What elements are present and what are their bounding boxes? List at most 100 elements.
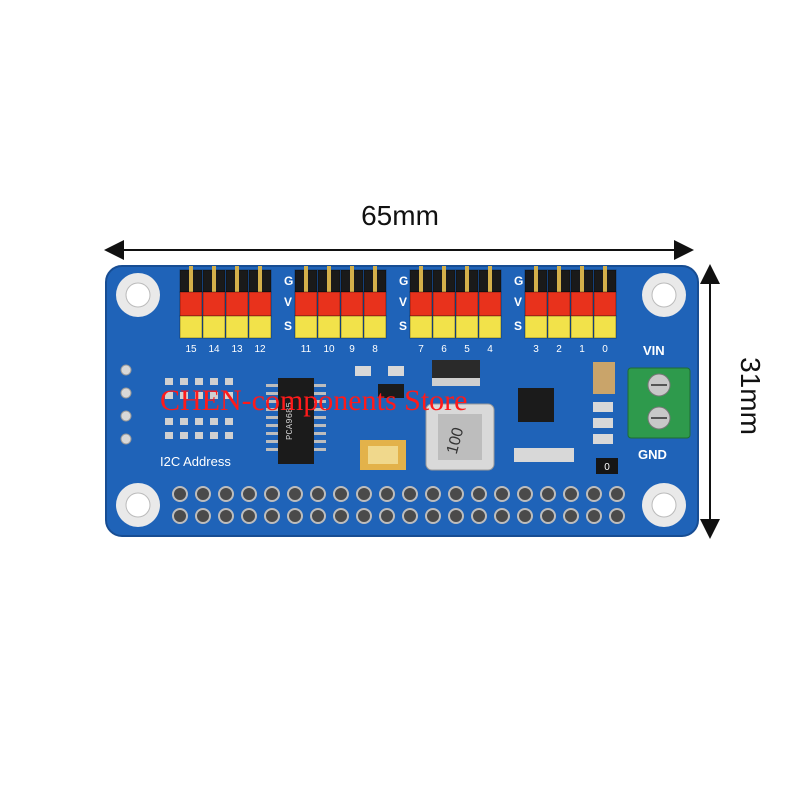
row-label-g: G [514, 274, 523, 288]
pin-header-cell [179, 291, 203, 317]
pin-header-cell [202, 291, 226, 317]
smd-resistor [596, 458, 618, 474]
header-pin [350, 266, 354, 292]
channel-label: 9 [349, 344, 355, 355]
header-pin [442, 266, 446, 292]
channel-label: 7 [418, 344, 424, 355]
channel-label: 5 [464, 344, 470, 355]
gpio-pin [333, 508, 349, 524]
pin-header-cell [202, 315, 226, 339]
header-pin [212, 266, 216, 292]
row-label-s: S [284, 319, 292, 333]
row-label-g: G [284, 274, 293, 288]
pin-header-cell [363, 291, 387, 317]
gpio-pin [287, 508, 303, 524]
channel-label: 15 [185, 344, 197, 355]
channel-label: 4 [487, 344, 493, 355]
pin-header-cell [593, 291, 617, 317]
channel-label: 3 [533, 344, 539, 355]
gpio-pin [494, 486, 510, 502]
pin-header-cell [294, 291, 318, 317]
pin-header-cell [317, 291, 341, 317]
gpio-pin [402, 486, 418, 502]
power-terminal-block[interactable] [627, 367, 691, 439]
tantalum-capacitors [360, 440, 406, 470]
gpio-pin [356, 486, 372, 502]
pin-header-cell [248, 291, 272, 317]
pin-header-cell [248, 315, 272, 339]
gpio-pin [172, 486, 188, 502]
channel-label: 8 [372, 344, 378, 355]
header-pin [373, 266, 377, 292]
header-pin [488, 266, 492, 292]
pin-header-cell [478, 315, 502, 339]
channel-label: 1 [579, 344, 585, 355]
gpio-pin [425, 508, 441, 524]
row-labels: G V S G V S G V S [284, 274, 523, 333]
channel-label: 12 [254, 344, 266, 355]
gnd-label: GND [638, 447, 667, 462]
row-label-v: V [399, 295, 407, 309]
gpio-pin [310, 508, 326, 524]
row-label-s: S [399, 319, 407, 333]
pin-header-cell [340, 315, 364, 339]
chip-marking: PCA9685 [285, 402, 295, 440]
pin-header-cell [524, 315, 548, 339]
channel-labels: 15 14 13 12 11 10 9 8 7 6 5 4 3 2 1 0 [185, 344, 608, 355]
header-pin [235, 266, 239, 292]
pin-header-cell [179, 315, 203, 339]
header-pin [534, 266, 538, 292]
gpio-pin [471, 508, 487, 524]
power-inductor: 100 [425, 403, 495, 471]
gpio-pin [379, 508, 395, 524]
header-pin [258, 266, 262, 292]
gpio-pin [402, 508, 418, 524]
pin-header-cell [593, 315, 617, 339]
pin-header-cell [570, 315, 594, 339]
gpio-pin [586, 508, 602, 524]
servo-pin-headers [179, 266, 617, 339]
pin-header-cell [455, 315, 479, 339]
gpio-pin [241, 508, 257, 524]
gpio-pin [563, 486, 579, 502]
gpio-pin [333, 486, 349, 502]
gpio-pin [586, 486, 602, 502]
pin-header-cell [570, 291, 594, 317]
gpio-pin [540, 508, 556, 524]
gpio-pin [609, 508, 625, 524]
header-pin [603, 266, 607, 292]
side-pads [120, 364, 132, 445]
pin-header-cell [478, 291, 502, 317]
header-pin [419, 266, 423, 292]
inductor-marking: 100 [444, 426, 467, 456]
pin-header-cell [409, 315, 433, 339]
gpio-pin [264, 508, 280, 524]
gpio-pin [494, 508, 510, 524]
gpio-pin [448, 508, 464, 524]
channel-label: 14 [208, 344, 220, 355]
channel-label: 13 [231, 344, 243, 355]
pin-header-cell [455, 291, 479, 317]
pwm-controller-chip: PCA9685 [266, 378, 326, 464]
gpio-pin [218, 508, 234, 524]
smd-components [355, 360, 615, 462]
pin-header-cell [294, 315, 318, 339]
i2c-address-label: I2C Address [160, 454, 231, 469]
pin-header-cell [547, 315, 571, 339]
gpio-pin [517, 486, 533, 502]
pin-header-cell [432, 291, 456, 317]
pin-header-cell [340, 291, 364, 317]
channel-label: 0 [602, 344, 608, 355]
gpio-pin [310, 486, 326, 502]
header-pin [465, 266, 469, 292]
header-pin [304, 266, 308, 292]
smd-marking: 0 [604, 462, 610, 473]
channel-label: 10 [323, 344, 335, 355]
gpio-header [172, 486, 625, 524]
header-pin [557, 266, 561, 292]
gpio-pin [287, 486, 303, 502]
pin-header-cell [317, 315, 341, 339]
gpio-pin [264, 486, 280, 502]
gpio-pin [425, 486, 441, 502]
i2c-address-pads [165, 378, 233, 439]
